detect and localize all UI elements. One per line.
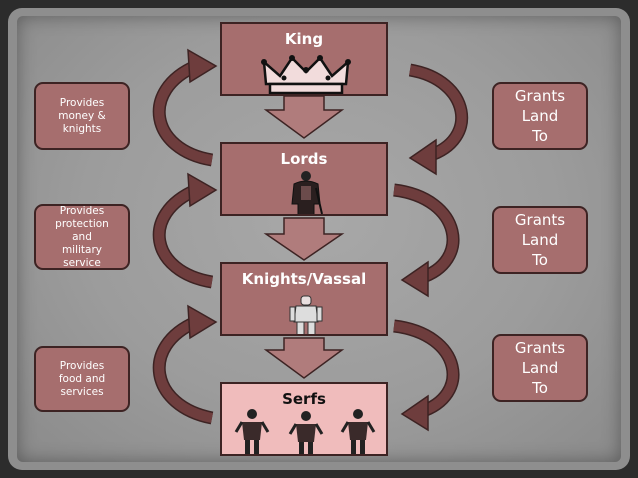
lord-figure-icon	[291, 171, 323, 214]
peasant-figure-3	[340, 409, 376, 454]
right-note-2: Grants Land To	[492, 206, 588, 274]
right-note-3-text: Grants Land To	[514, 339, 566, 397]
left-curved-arrow-2	[152, 172, 218, 289]
rank-title-knights: Knights/Vassal	[241, 270, 367, 288]
left-note-king: Provides money & knights	[34, 82, 130, 150]
rank-box-lords: Lords	[220, 142, 388, 216]
rank-title-serfs: Serfs	[282, 390, 326, 408]
right-curved-arrow-2	[393, 183, 460, 298]
left-note-knights-text: Provides food and services	[58, 359, 106, 398]
right-curved-arrow-3	[393, 319, 460, 432]
peasant-figure-2	[288, 411, 324, 454]
peasant-figure-1	[234, 409, 270, 454]
down-arrow-king-lords	[263, 95, 345, 139]
rank-box-king: King	[220, 22, 388, 96]
down-arrow-lords-knights	[263, 217, 345, 261]
right-curved-arrow-1	[408, 63, 469, 176]
rank-box-knights: Knights/Vassal	[220, 262, 388, 336]
left-note-lords: Provides protection and military service	[34, 204, 130, 270]
crown-icon	[261, 55, 351, 94]
left-note-knights: Provides food and services	[34, 346, 130, 412]
right-note-1-text: Grants Land To	[514, 87, 566, 145]
down-arrow-knights-serfs	[263, 337, 345, 379]
left-curved-arrow-1	[152, 48, 218, 167]
rank-box-serfs: Serfs	[220, 382, 388, 456]
rank-title-king: King	[284, 30, 324, 48]
left-note-lords-text: Provides protection and military service	[55, 204, 109, 269]
right-note-2-text: Grants Land To	[514, 211, 566, 269]
left-curved-arrow-3	[152, 304, 218, 425]
rank-title-lords: Lords	[280, 150, 328, 168]
peasant-figures-icon	[234, 409, 376, 454]
right-note-3: Grants Land To	[492, 334, 588, 402]
right-note-1: Grants Land To	[492, 82, 588, 150]
armored-knight-icon	[289, 295, 323, 334]
left-note-king-text: Provides money & knights	[58, 96, 106, 135]
